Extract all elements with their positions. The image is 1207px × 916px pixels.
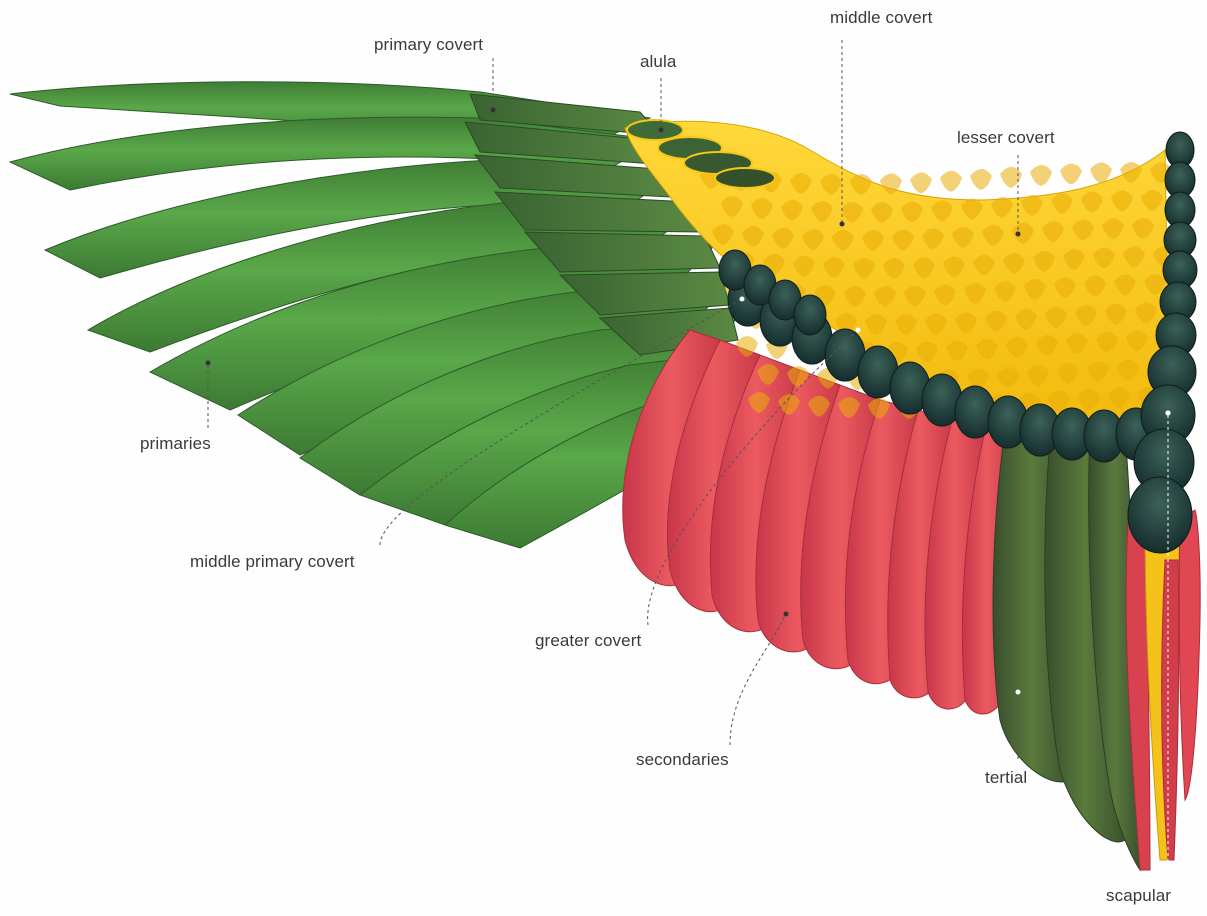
label-greater-covert: greater covert [535,631,641,651]
greater-covert-feather [794,295,826,335]
dot-lesser-covert [1016,232,1021,237]
label-tertial: tertial [985,768,1027,788]
label-secondaries: secondaries [636,750,729,770]
dot-tertial [1016,690,1021,695]
covert-scale [970,169,992,190]
dot-primaries [206,361,211,366]
label-lesser-covert: lesser covert [957,128,1055,148]
dot-middle-primary-covert [740,297,745,302]
dot-primary-covert [491,108,496,113]
scapular-feather [1179,510,1200,800]
dot-greater-covert [856,328,861,333]
label-alula: alula [640,52,676,72]
covert-scale [1030,165,1052,186]
label-scapular: scapular [1106,886,1171,906]
label-middle-primary-covert: middle primary covert [190,552,355,572]
primary-covert-feather [525,232,720,272]
scapular-oval [1128,477,1192,553]
dot-secondaries [784,612,789,617]
tertials-group [993,430,1140,870]
label-primaries: primaries [140,434,211,454]
dot-scapular-top [1166,411,1171,416]
scapulars-group [1126,510,1200,870]
label-primary-covert: primary covert [374,35,483,55]
covert-scale [1060,163,1082,184]
covert-scale [1000,167,1022,188]
covert-scale [940,171,962,192]
dot-alula [659,128,664,133]
covert-scale [910,172,932,193]
alula-feather [627,120,683,140]
label-middle-covert: middle covert [830,8,932,28]
alula-feather [715,168,775,188]
dot-middle-covert [840,222,845,227]
